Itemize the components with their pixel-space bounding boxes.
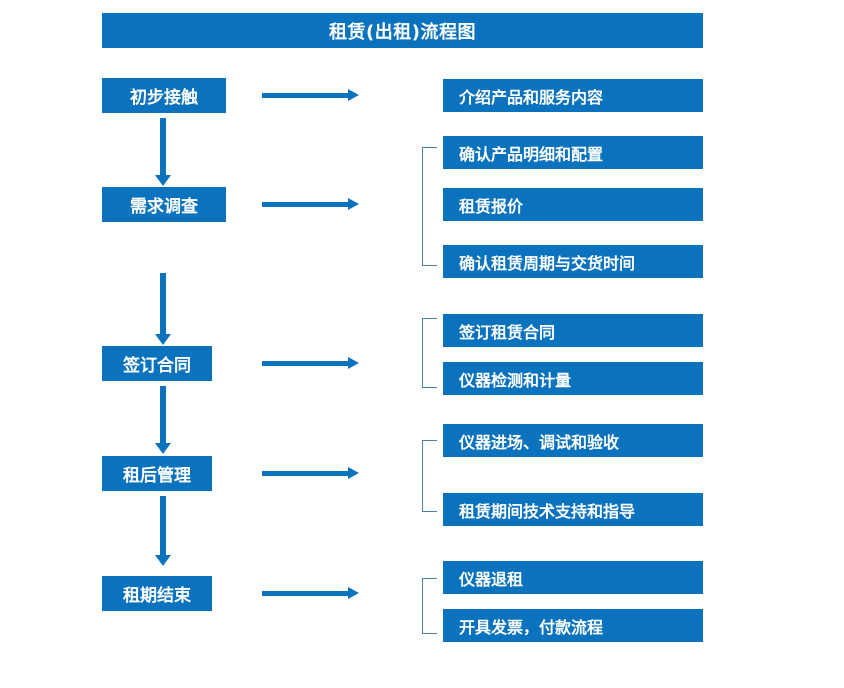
- detail-box-2-1[interactable]: 确认产品明细和配置: [443, 136, 703, 169]
- arrow-shaft: [160, 118, 166, 175]
- arrow-shaft: [262, 361, 349, 366]
- detail-box-4-1[interactable]: 仪器进场、调试和验收: [443, 424, 703, 457]
- arrow-shaft: [160, 386, 166, 443]
- arrow-head: [155, 334, 171, 345]
- stage-box-1[interactable]: 初步接触: [102, 78, 226, 113]
- arrow-head: [348, 357, 359, 369]
- arrow-shaft: [262, 591, 349, 596]
- stage-box-3[interactable]: 签订合同: [102, 346, 212, 381]
- stage-box-2[interactable]: 需求调查: [102, 187, 226, 222]
- flow-arrow-down-2: [155, 273, 171, 345]
- flow-arrow-right-4: [262, 467, 359, 479]
- stage-box-5[interactable]: 租期结束: [102, 576, 212, 611]
- group-bracket-4: [422, 440, 437, 512]
- flow-arrow-right-2: [262, 198, 359, 210]
- flow-arrow-right-5: [262, 587, 359, 599]
- arrow-head: [348, 587, 359, 599]
- arrow-head: [155, 555, 171, 566]
- detail-box-3-2[interactable]: 仪器检测和计量: [443, 362, 703, 395]
- detail-box-5-2[interactable]: 开具发票，付款流程: [443, 609, 703, 642]
- diagram-title: 租赁(出租)流程图: [102, 13, 703, 48]
- arrow-shaft: [262, 471, 349, 476]
- detail-box-3-1[interactable]: 签订租赁合同: [443, 314, 703, 347]
- group-bracket-3: [422, 318, 437, 388]
- arrow-head: [348, 467, 359, 479]
- arrow-head: [155, 175, 171, 186]
- detail-box-4-2[interactable]: 租赁期间技术支持和指导: [443, 493, 703, 526]
- group-bracket-5: [422, 578, 437, 634]
- arrow-head: [348, 89, 359, 101]
- flow-arrow-right-3: [262, 357, 359, 369]
- arrow-shaft: [262, 202, 349, 207]
- detail-box-2-2[interactable]: 租赁报价: [443, 188, 703, 221]
- flow-arrow-right-1: [262, 89, 359, 101]
- flow-arrow-down-1: [155, 118, 171, 186]
- detail-box-5-1[interactable]: 仪器退租: [443, 561, 703, 594]
- flow-arrow-down-4: [155, 496, 171, 566]
- detail-box-1-1[interactable]: 介绍产品和服务内容: [443, 79, 703, 112]
- arrow-shaft: [262, 93, 349, 98]
- group-bracket-2: [422, 147, 437, 266]
- stage-box-4[interactable]: 租后管理: [102, 456, 212, 491]
- detail-box-2-3[interactable]: 确认租赁周期与交货时间: [443, 245, 703, 278]
- arrow-head: [348, 198, 359, 210]
- arrow-shaft: [160, 273, 166, 334]
- arrow-shaft: [160, 496, 166, 555]
- arrow-head: [155, 443, 171, 454]
- flow-arrow-down-3: [155, 386, 171, 454]
